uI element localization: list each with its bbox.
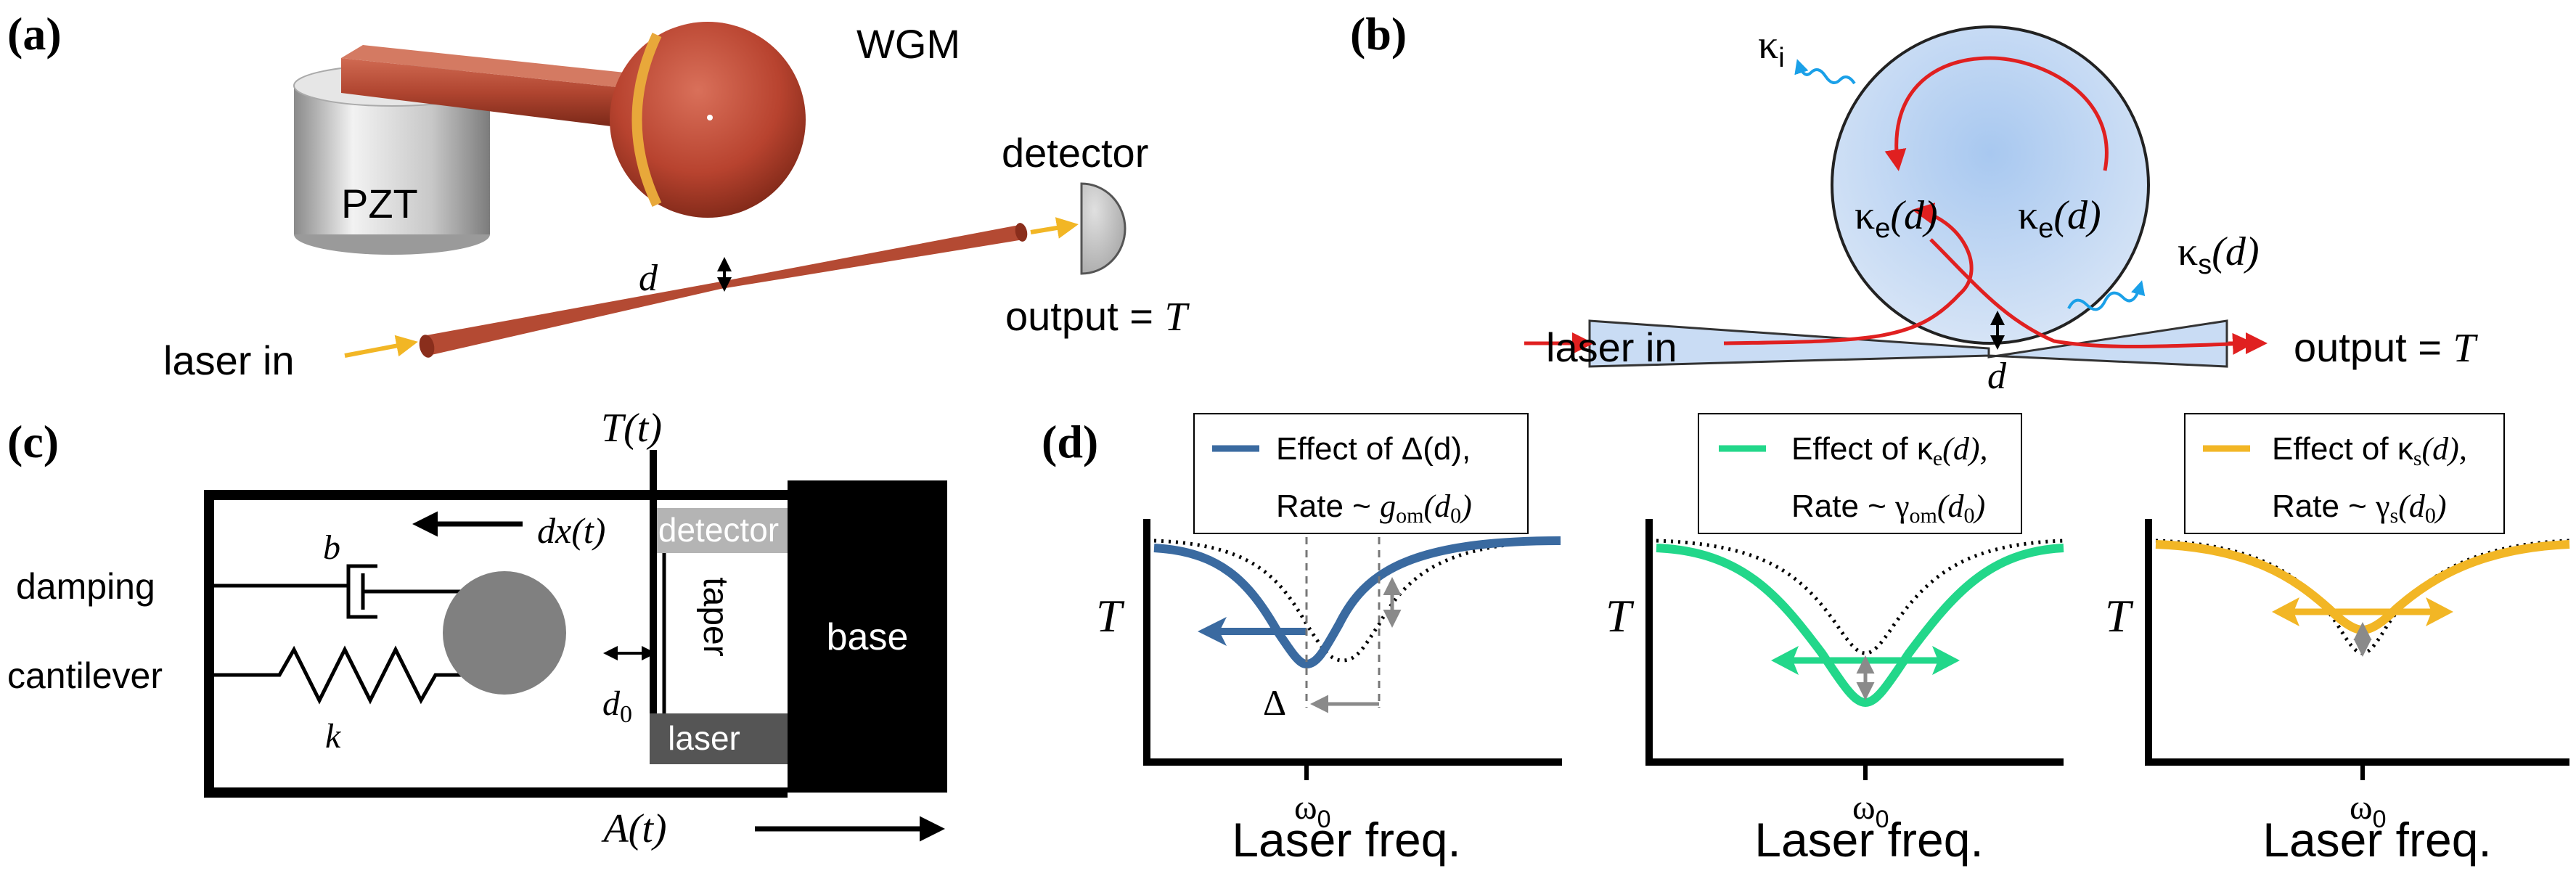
damper-cylinder	[346, 564, 377, 619]
mass-ball	[443, 571, 566, 695]
legend-line1-1: Effect of Δ(d),	[1276, 431, 1471, 467]
dx-label: dx(t)	[537, 510, 605, 551]
intrinsic-loss-wave	[1794, 59, 1856, 85]
actuation-label: A(t)	[600, 806, 666, 851]
panel-c-label: (c)	[7, 416, 59, 467]
legend-box-3	[2184, 413, 2505, 534]
delta-label: Δ	[1263, 682, 1286, 723]
legend-line1-3: Effect of κs(d),	[2272, 431, 2467, 470]
legend-box-1	[1193, 413, 1529, 534]
panel-d-label: (d)	[1042, 416, 1098, 467]
laser-box	[650, 713, 788, 764]
base-label: base	[827, 616, 909, 658]
detector-box-label: detector	[658, 511, 779, 549]
reference-curve-1	[1153, 539, 1561, 663]
laser-in-label: laser in	[163, 337, 295, 383]
kappa-s-label: κs(d)	[2178, 229, 2260, 280]
y-axis-label-3: T	[2105, 590, 2134, 642]
tapered-fiber	[419, 223, 1028, 358]
kappa-e-label-left: κe(d)	[1855, 193, 1938, 244]
axes-2	[1645, 519, 2064, 766]
panel-a: (a) PZT WGM d	[7, 8, 1190, 383]
legend-line1-2: Effect of κe(d),	[1791, 431, 1987, 470]
legend-line2-2: Rate ~ γom(d0)	[1791, 488, 1985, 528]
wgm-sphere	[610, 22, 806, 218]
panel-d: (d) Effect of Δ(d), Rate ~ gom(d0) T ω0 …	[1042, 413, 2570, 867]
panel-c: (c) base detector laser taper T(t) dx(t)…	[7, 406, 947, 851]
axes-1	[1143, 519, 1562, 766]
output-label: output = T	[1005, 293, 1190, 340]
spring	[209, 645, 465, 705]
scattering-loss-wave	[2067, 280, 2146, 311]
detector-icon	[1080, 182, 1127, 275]
taper-label: taper	[696, 577, 735, 656]
tick-label-3: ω0	[2350, 788, 2387, 833]
subplot-kappa-s: Effect of κs(d), Rate ~ γs(d0) T ω0 Lase…	[2105, 413, 2570, 867]
input-coupling-path	[1723, 202, 1974, 345]
wgm-label: WGM	[856, 21, 960, 67]
detector-box	[650, 508, 788, 553]
damping-label: damping	[16, 566, 155, 607]
gap-d-label: d	[639, 258, 658, 299]
laser-box-label: laser	[668, 719, 740, 757]
panel-b-label: (b)	[1350, 8, 1407, 60]
transmission-label: T(t)	[601, 406, 662, 451]
kappa-i-label: κi	[1758, 22, 1785, 73]
circulating-path	[1884, 56, 2109, 171]
subplot-detuning: Effect of Δ(d), Rate ~ gom(d0) T ω0 Lase…	[1096, 413, 1562, 867]
pzt-label: PZT	[341, 181, 418, 226]
panel-a-label: (a)	[7, 8, 62, 60]
d0-label: d0	[602, 684, 632, 728]
laser-in-arrow	[344, 335, 418, 358]
tick-label-2: ω0	[1852, 788, 1889, 833]
resonator-disk	[1831, 25, 2150, 345]
cantilever-label: cantilever	[7, 655, 163, 696]
output-coupling-path	[1929, 238, 2254, 355]
x-axis-label-1: Laser freq.	[1232, 813, 1461, 867]
broadened-curve-3	[2155, 540, 2570, 635]
subplot-kappa-e: Effect of κe(d), Rate ~ γom(d0) T ω0 Las…	[1606, 413, 2064, 867]
base-block	[788, 480, 947, 793]
x-axis-label-2: Laser freq.	[1754, 813, 1984, 867]
panel-b: (b) d κi κs(d) κe(d) κe(d) laser in outp…	[1350, 8, 2479, 397]
pzt-cylinder	[293, 65, 491, 255]
legend-line2-3: Rate ~ γs(d0)	[2272, 488, 2447, 528]
detector-label: detector	[1002, 130, 1148, 176]
tick-label-1: ω0	[1294, 788, 1331, 833]
b-label: b	[323, 528, 340, 567]
axes-3	[2145, 519, 2569, 766]
frame	[204, 490, 788, 798]
broadened-curve-2	[1656, 544, 2064, 708]
x-axis-label-3: Laser freq.	[2262, 813, 2492, 867]
k-label: k	[325, 717, 342, 756]
y-axis-label-1: T	[1096, 590, 1125, 642]
gap-d-label-b: d	[1987, 356, 2007, 397]
output-label-b: output = T	[2294, 324, 2479, 371]
legend-box-2	[1698, 413, 2022, 534]
kappa-e-label-right: κe(d)	[2018, 193, 2101, 244]
legend-line2-1: Rate ~ gom(d0)	[1276, 488, 1472, 528]
laser-in-label-b: laser in	[1546, 324, 1677, 370]
shifted-curve	[1153, 536, 1561, 669]
output-arrow	[1030, 217, 1079, 239]
y-axis-label-2: T	[1606, 590, 1635, 642]
